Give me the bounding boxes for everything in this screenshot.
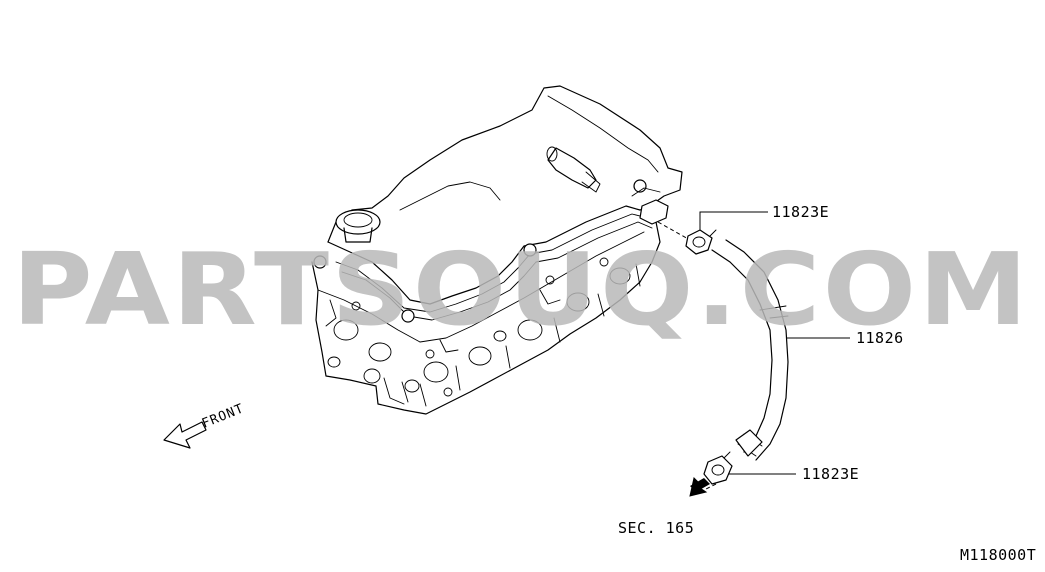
leader-outlet-to-clip xyxy=(657,221,691,241)
section-arrow-body xyxy=(690,478,710,492)
front-arrow-icon xyxy=(163,421,207,449)
front-label: FRONT xyxy=(200,401,247,431)
watermark: PARTSOUQ.COM xyxy=(12,231,1030,348)
clamp-lower xyxy=(703,451,733,485)
callout-label-clip-upper: 11823E xyxy=(772,203,829,221)
diagram-code: M118000T xyxy=(960,546,1036,564)
engine-cylinder-head xyxy=(311,85,683,415)
callout-label-hose: 11826 xyxy=(856,329,904,347)
callout-line-clip-upper xyxy=(699,211,768,230)
section-reference: SEC. 165 xyxy=(618,519,694,537)
blow-by-hose xyxy=(711,239,789,461)
callout-label-clip-lower: 11823E xyxy=(802,465,859,483)
